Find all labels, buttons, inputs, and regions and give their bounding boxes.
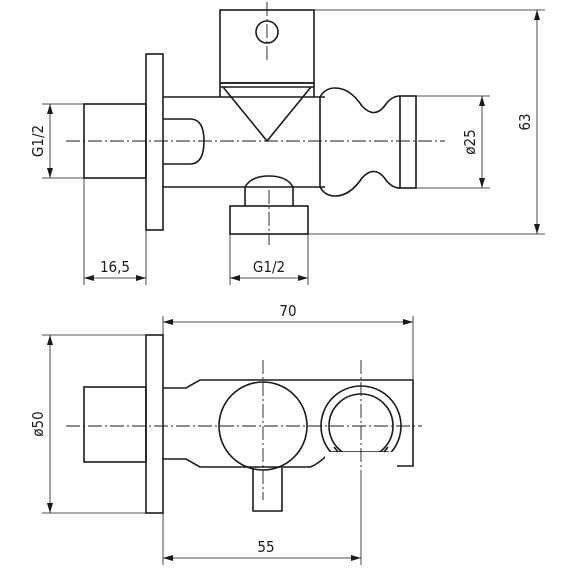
dim-diameter-outlet: ø25 <box>461 129 479 154</box>
outlet-end <box>399 95 417 189</box>
side-view <box>66 2 445 245</box>
wall-flange <box>145 53 164 231</box>
dim-length-total: 70 <box>279 302 296 320</box>
dim-height-total: 63 <box>516 113 534 130</box>
front-view <box>66 334 422 514</box>
valve-body <box>163 96 325 188</box>
dim-thread-inlet: G1/2 <box>29 125 47 157</box>
front-body <box>163 379 414 468</box>
dim-thread-bottom: G1/2 <box>253 258 285 276</box>
holder-curve <box>319 87 401 197</box>
front-view-dimensions: 70 ø50 55 <box>29 302 414 565</box>
valve-stem <box>252 468 283 512</box>
bottom-neck <box>244 175 294 206</box>
side-view-dimensions: 63 ø25 G1/2 16,5 G1/2 <box>29 9 545 285</box>
inlet-nipple <box>163 118 205 165</box>
dim-diameter-flange: ø50 <box>29 411 47 436</box>
dim-length-center: 55 <box>257 538 274 556</box>
front-inlet-connector <box>83 386 147 463</box>
front-flange <box>145 334 164 514</box>
valve-cone <box>220 86 314 143</box>
dim-length-inlet: 16,5 <box>100 258 130 276</box>
